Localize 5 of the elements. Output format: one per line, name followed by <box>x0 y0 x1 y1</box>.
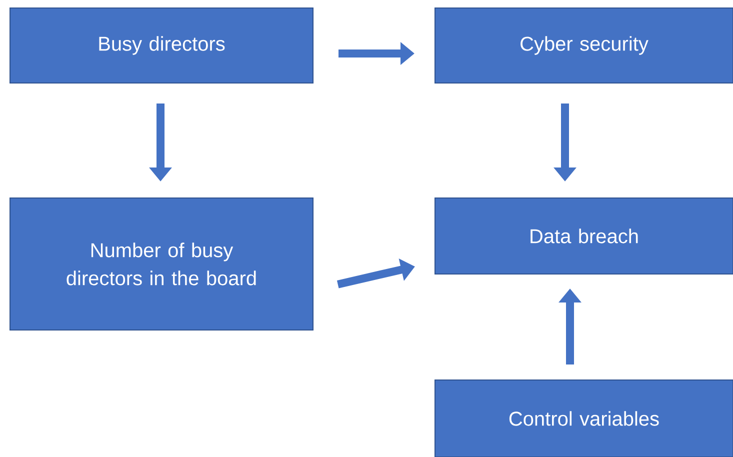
process-box: Data breach <box>434 198 733 274</box>
process-box: Cyber security <box>434 8 733 84</box>
process-box: Number of busy directors in the board <box>10 198 314 330</box>
process-box: Control variables <box>434 380 733 457</box>
process-box: Busy directors <box>10 8 314 84</box>
